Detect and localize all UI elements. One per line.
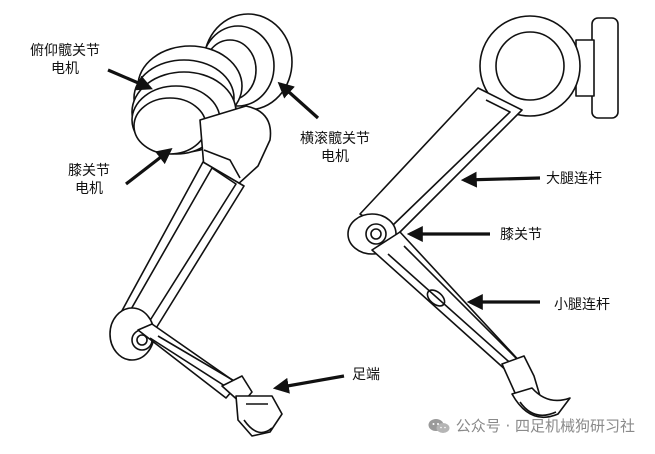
left-leg-drawing (107, 13, 345, 437)
arrow-roll-hip (277, 81, 320, 120)
label-knee-motor-line2: 电机 (75, 181, 103, 197)
right-leg-drawing (347, 15, 619, 419)
label-roll-hip-motor: 横滚髋关节 电机 (300, 130, 370, 166)
label-knee-motor: 膝关节 电机 (68, 162, 110, 198)
left-foot-shape (221, 375, 283, 437)
label-pitch-hip-line1: 俯仰髋关节 (30, 43, 100, 59)
label-roll-hip-line1: 横滚髋关节 (300, 131, 370, 147)
label-pitch-hip-motor: 俯仰髋关节 电机 (30, 42, 100, 78)
label-knee-joint: 膝关节 (500, 227, 542, 243)
label-pitch-hip-line2: 电机 (51, 61, 79, 77)
arrow-knee-motor (125, 148, 173, 186)
arrow-thigh-link (460, 171, 541, 188)
label-roll-hip-line2: 电机 (321, 149, 349, 165)
arrow-foot (272, 374, 345, 394)
right-thigh-shape (359, 87, 523, 237)
right-hip-motor-shape (479, 15, 619, 119)
label-foot: 足端 (352, 367, 380, 383)
wechat-icon (428, 418, 450, 433)
label-shank-link: 小腿连杆 (554, 297, 610, 313)
watermark-text: 公众号 · 四足机械狗研习社 (455, 417, 635, 435)
watermark: 公众号 · 四足机械狗研习社 (428, 415, 635, 436)
label-thigh-link: 大腿连杆 (546, 171, 602, 187)
right-foot-shape (501, 355, 571, 419)
label-knee-motor-line1: 膝关节 (68, 163, 110, 179)
arrow-pitch-hip (107, 68, 153, 91)
left-knee-shape (109, 307, 155, 361)
